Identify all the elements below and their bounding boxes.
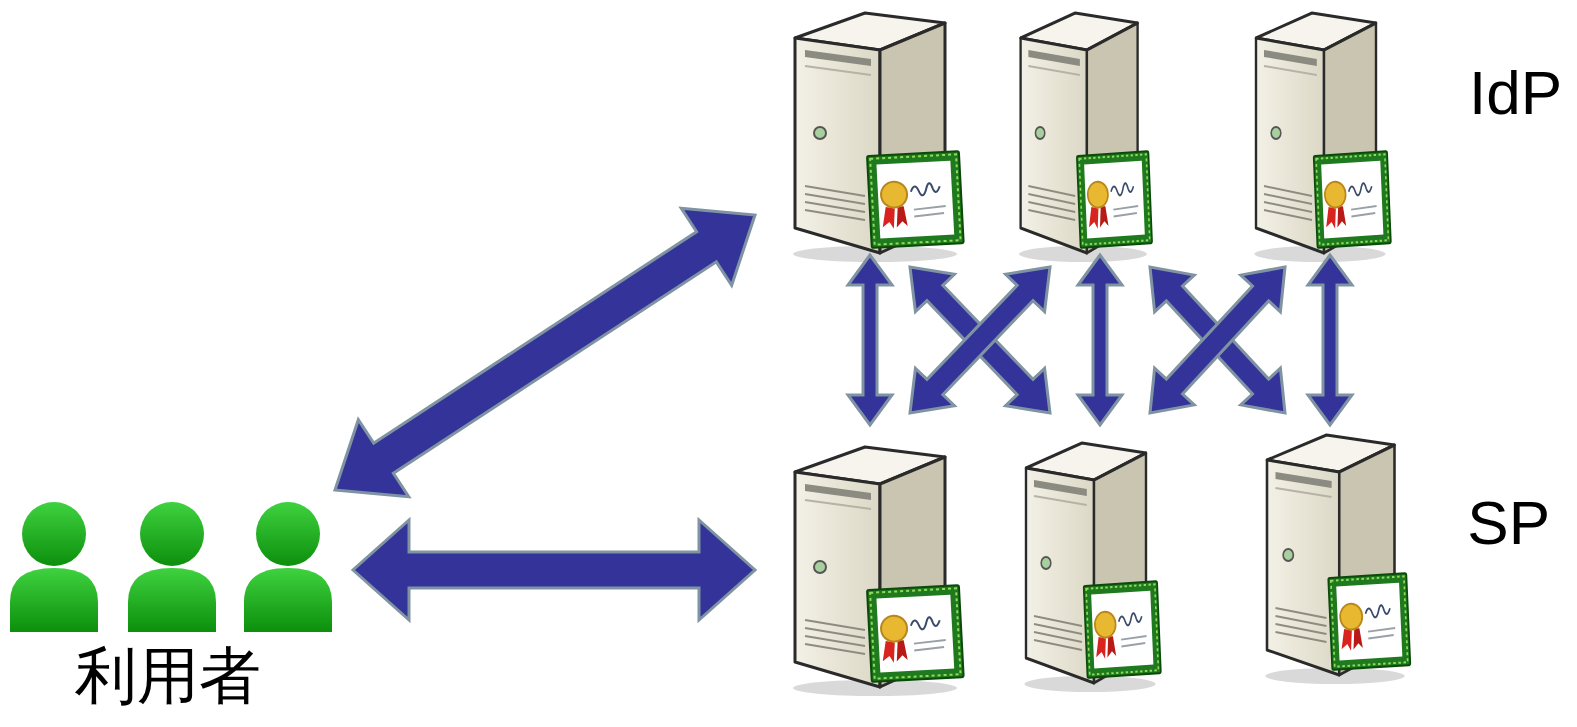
server-icon <box>1265 435 1410 684</box>
server-icon <box>1019 13 1152 262</box>
node-label: 利用者 <box>75 634 261 718</box>
idp-group: IdP <box>755 5 1570 255</box>
arrow-shape <box>910 267 1050 413</box>
sp-group: SP <box>755 425 1570 700</box>
arrow-shape <box>1078 255 1122 425</box>
arrow-shape <box>1308 255 1352 425</box>
node-label: SP <box>1467 487 1550 558</box>
user-group: 利用者 <box>0 480 335 722</box>
arrow-shape <box>1150 267 1285 413</box>
arrow-shape <box>353 520 755 620</box>
node-label: IdP <box>1469 57 1562 128</box>
server-icon <box>793 447 964 696</box>
idp-servers <box>793 13 1391 262</box>
person-icon <box>10 502 98 632</box>
arrow-shape <box>910 267 1050 413</box>
person-icon <box>244 502 332 632</box>
double-arrow <box>848 255 1352 425</box>
double-arrow <box>335 208 755 496</box>
arrow-shape <box>848 255 892 425</box>
server-icon <box>793 13 964 262</box>
double-arrow <box>353 520 755 620</box>
server-icon <box>1254 13 1391 262</box>
arrow-shape <box>335 208 755 496</box>
server-icon <box>1024 443 1161 692</box>
user-figures <box>10 502 332 632</box>
person-icon <box>128 502 216 632</box>
sp-servers <box>793 435 1410 696</box>
arrow-shape <box>1150 267 1285 413</box>
